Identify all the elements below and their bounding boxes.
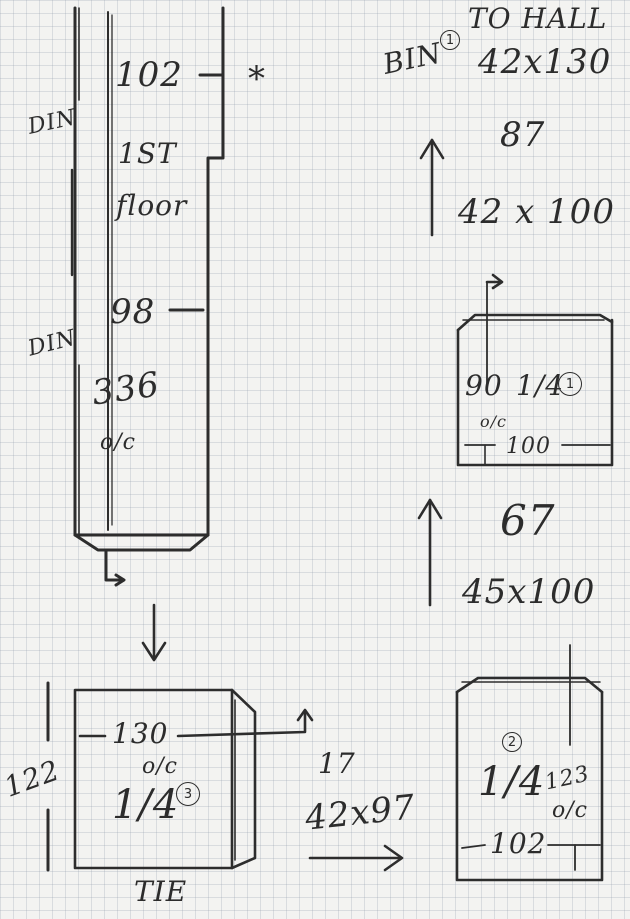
label-102-top: 102 [115, 55, 183, 95]
label-rise-87: 87 [500, 115, 546, 155]
label-hall-size: 42x130 [478, 42, 612, 82]
tie-box-outline [46, 681, 314, 872]
label-stair-42x100: 42 x 100 [458, 192, 615, 232]
marker-1-hall: 1 [440, 30, 460, 50]
label-floor: floor [116, 189, 188, 222]
label-quarter-1: 1/4 [516, 369, 565, 402]
up-arrow-lower [417, 498, 443, 607]
label-stair-45x100: 45x100 [462, 572, 596, 612]
quarter-landing-1-outline [456, 273, 614, 467]
left-plan-outline [70, 6, 225, 587]
label-102-bottom: 102 [490, 827, 547, 860]
marker-1-quarter: 1 [558, 372, 582, 396]
label-rise-67: 67 [500, 496, 556, 545]
down-arrow [141, 603, 167, 662]
label-100-quarter-1: 100 [506, 434, 551, 459]
marker-3: 3 [176, 782, 200, 806]
label-98: 98 [110, 292, 156, 332]
label-tie: TIE [134, 875, 188, 908]
label-oc-quarter-1: o/c [480, 412, 507, 431]
up-arrow-upper [419, 138, 445, 237]
label-oc-left: o/c [100, 430, 136, 455]
label-oc-tie: o/c [142, 754, 178, 779]
label-90: 90 [465, 369, 503, 402]
label-130: 130 [112, 717, 169, 750]
label-quarter-3: 1/4 [112, 782, 180, 828]
label-stair-42x97: 42x97 [303, 787, 418, 839]
right-arrow [308, 844, 404, 872]
label-17: 17 [318, 747, 356, 780]
marker-2: 2 [502, 732, 522, 752]
label-quarter-2: 1/4 [478, 759, 546, 805]
label-1st: 1ST [118, 137, 177, 170]
quarter-landing-2-outline [455, 644, 604, 882]
label-oc-quarter-2: o/c [552, 798, 588, 823]
label-to-hall: TO HALL [468, 2, 608, 35]
star-mark: * [248, 59, 266, 99]
label-336: 336 [89, 364, 163, 414]
